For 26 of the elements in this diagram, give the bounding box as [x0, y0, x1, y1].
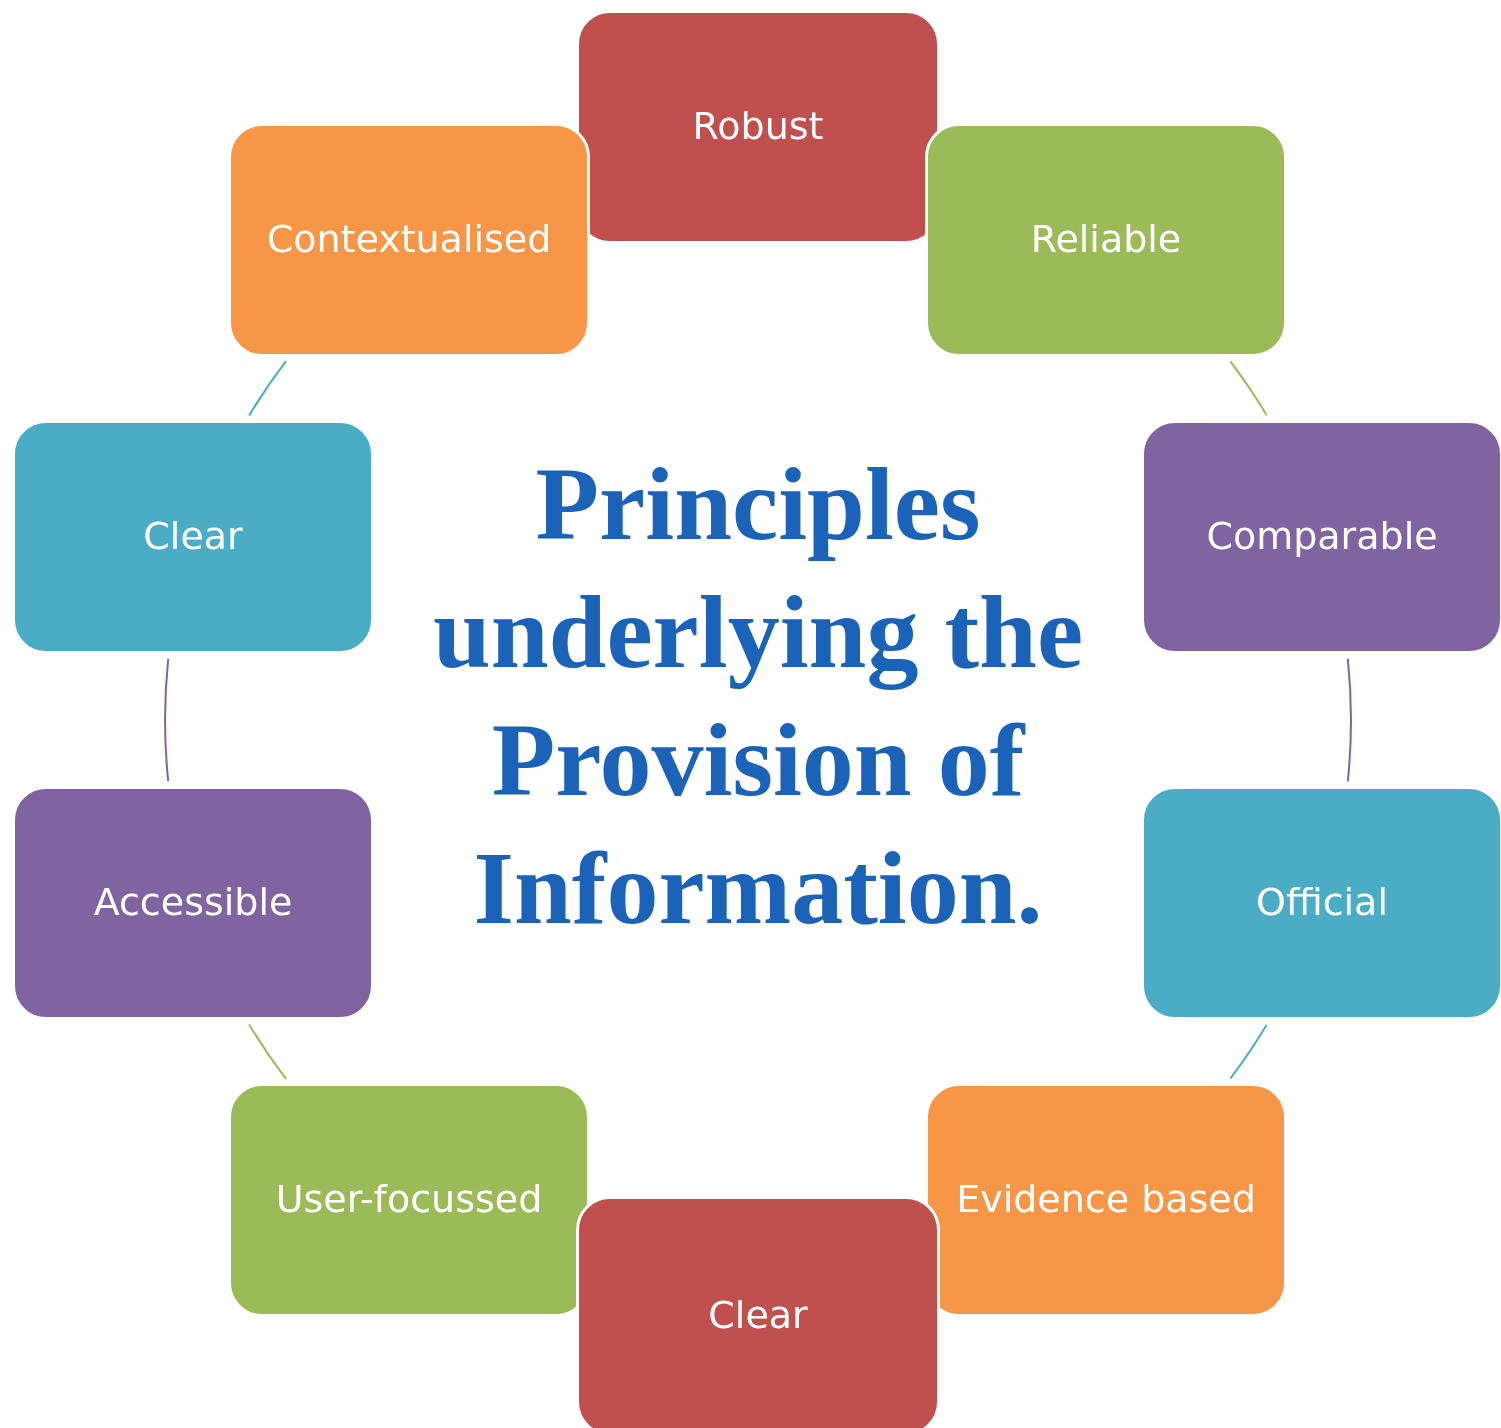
- box-label: Robust: [691, 103, 825, 151]
- connector-arc: [1229, 1023, 1268, 1080]
- rounded-box: [228, 1083, 590, 1317]
- connector-arc: [164, 657, 170, 783]
- rounded-box: [576, 1196, 940, 1428]
- connector-arc: [248, 1023, 287, 1080]
- rounded-box: [12, 420, 374, 654]
- connector-arc: [248, 360, 287, 417]
- box-label: Comparable: [1205, 513, 1439, 561]
- title: Principles underlying the Provision of Information.: [431, 445, 1085, 947]
- rounded-box: [1141, 786, 1501, 1020]
- rounded-box: [228, 123, 590, 357]
- connector-arc: [1346, 657, 1352, 783]
- box-label: Contextualised: [265, 216, 553, 264]
- box-label: Clear: [707, 1292, 809, 1340]
- rounded-box: [925, 1083, 1287, 1317]
- box-label: Evidence based: [955, 1176, 1257, 1224]
- box-label: Reliable: [1029, 216, 1183, 264]
- connector-arc: [1229, 360, 1268, 417]
- box-label: Accessible: [92, 879, 294, 927]
- box-label: Official: [1255, 879, 1389, 927]
- box-label: Clear: [142, 513, 244, 561]
- rounded-box: [1141, 420, 1501, 654]
- rounded-box: [12, 786, 374, 1020]
- rounded-box: [925, 123, 1287, 357]
- box-label: User-focussed: [274, 1176, 544, 1224]
